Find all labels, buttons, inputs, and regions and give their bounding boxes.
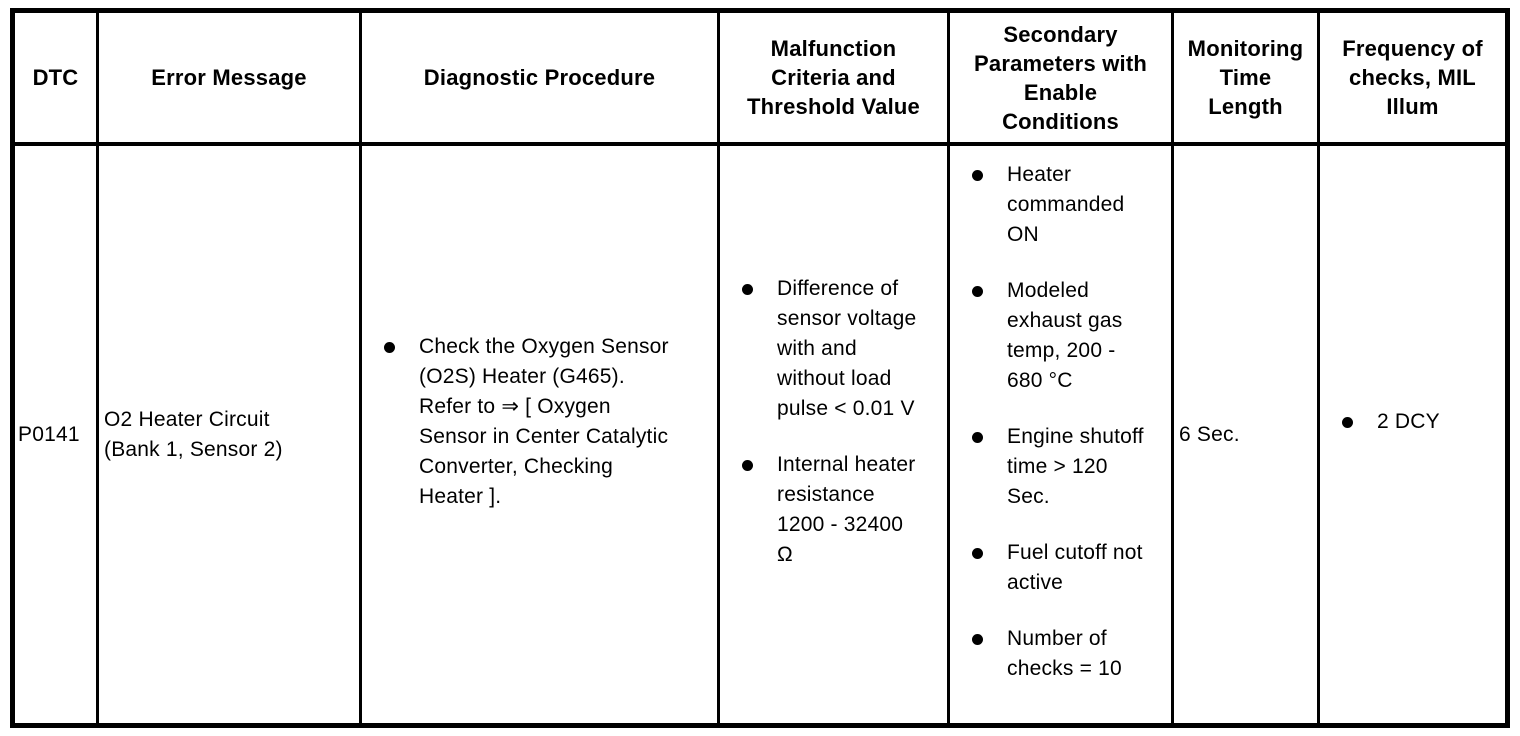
list-item: Difference of sensor voltage with and wi… bbox=[720, 274, 944, 424]
list-item-text: Internal heater resistance 1200 - 32400 … bbox=[777, 452, 916, 566]
list-item-text: Number of checks = 10 bbox=[1007, 626, 1122, 680]
bullet-icon bbox=[972, 169, 983, 181]
monitoring-time-text: 6 Sec. bbox=[1179, 422, 1240, 446]
malfunction-criteria-list: Difference of sensor voltage with and wi… bbox=[720, 274, 947, 596]
list-item-text: Engine shutoff time > 120 Sec. bbox=[1007, 424, 1144, 508]
bullet-icon bbox=[1342, 416, 1353, 428]
list-item-text: Difference of sensor voltage with and wi… bbox=[777, 276, 917, 420]
list-item: Engine shutoff time > 120 Sec. bbox=[950, 422, 1168, 512]
cell-frequency: 2 DCY bbox=[1320, 146, 1505, 723]
cell-malfunction-criteria: Difference of sensor voltage with and wi… bbox=[720, 146, 950, 723]
header-secondary-parameters: Secondary Parameters with Enable Conditi… bbox=[950, 13, 1174, 146]
diagnostic-procedure-list: Check the Oxygen Sensor (O2S) Heater (G4… bbox=[362, 332, 717, 538]
list-item: Number of checks = 10 bbox=[950, 624, 1168, 684]
dtc-table: DTC Error Message Diagnostic Procedure M… bbox=[10, 8, 1510, 728]
list-item-text: Fuel cutoff not active bbox=[1007, 540, 1143, 594]
list-item: Check the Oxygen Sensor (O2S) Heater (G4… bbox=[362, 332, 714, 512]
list-item: Heater commanded ON bbox=[950, 160, 1168, 250]
bullet-icon bbox=[972, 547, 983, 559]
list-item: 2 DCY bbox=[1320, 407, 1502, 437]
cell-dtc: P0141 bbox=[15, 146, 99, 723]
secondary-parameters-list: Heater commanded ON Modeled exhaust gas … bbox=[950, 160, 1171, 710]
cell-error-message: O2 Heater Circuit (Bank 1, Sensor 2) bbox=[99, 146, 362, 723]
header-frequency: Frequency of checks, MIL Illum bbox=[1320, 13, 1505, 146]
list-item: Internal heater resistance 1200 - 32400 … bbox=[720, 450, 944, 570]
cell-secondary-parameters: Heater commanded ON Modeled exhaust gas … bbox=[950, 146, 1174, 723]
list-item-text: Heater commanded ON bbox=[1007, 162, 1125, 246]
cell-monitoring-time: 6 Sec. bbox=[1174, 146, 1320, 723]
bullet-icon bbox=[972, 431, 983, 443]
bullet-icon bbox=[742, 459, 753, 471]
error-message-text: O2 Heater Circuit (Bank 1, Sensor 2) bbox=[104, 407, 283, 461]
bullet-icon bbox=[384, 341, 395, 353]
header-dtc: DTC bbox=[15, 13, 99, 146]
list-item-text: Check the Oxygen Sensor (O2S) Heater (G4… bbox=[419, 334, 669, 508]
dtc-code: P0141 bbox=[18, 422, 80, 446]
header-diagnostic-procedure: Diagnostic Procedure bbox=[362, 13, 720, 146]
list-item: Fuel cutoff not active bbox=[950, 538, 1168, 598]
list-item: Modeled exhaust gas temp, 200 - 680 °C bbox=[950, 276, 1168, 396]
bullet-icon bbox=[742, 283, 753, 295]
header-monitoring-time: Monitoring Time Length bbox=[1174, 13, 1320, 146]
bullet-icon bbox=[972, 633, 983, 645]
list-item-text: 2 DCY bbox=[1377, 409, 1440, 433]
list-item-text: Modeled exhaust gas temp, 200 - 680 °C bbox=[1007, 278, 1123, 392]
cell-diagnostic-procedure: Check the Oxygen Sensor (O2S) Heater (G4… bbox=[362, 146, 720, 723]
header-error-message: Error Message bbox=[99, 13, 362, 146]
frequency-list: 2 DCY bbox=[1320, 407, 1505, 463]
header-malfunction-criteria: Malfunction Criteria and Threshold Value bbox=[720, 13, 950, 146]
bullet-icon bbox=[972, 285, 983, 297]
